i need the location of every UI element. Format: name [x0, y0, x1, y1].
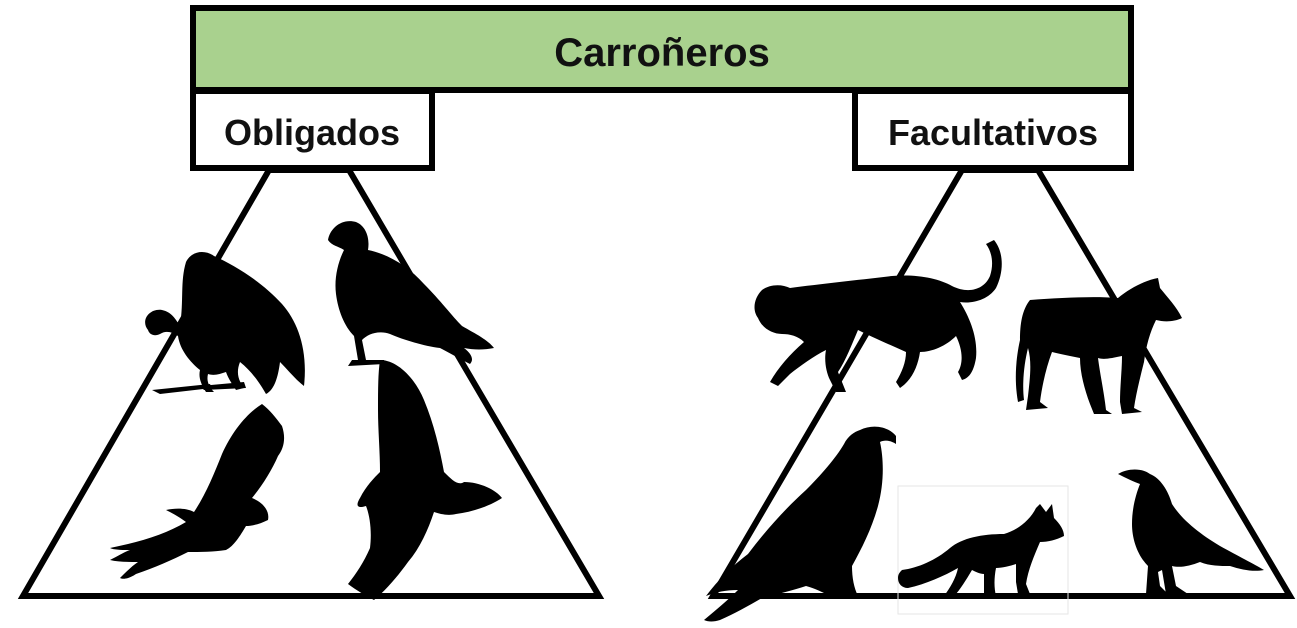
fox-icon [898, 504, 1064, 596]
perched-vulture-icon [145, 252, 305, 394]
flying-vulture-icon [348, 360, 502, 600]
fox-image-frame [897, 485, 1069, 615]
obligate-label: Obligados [224, 112, 400, 153]
soaring-vulture-icon [110, 404, 285, 579]
facultative-label: Facultativos [888, 112, 1098, 153]
wolf-icon [1015, 278, 1182, 414]
perched-condor-icon [328, 221, 494, 366]
facultative-label-box [852, 88, 1134, 171]
crow-icon [1118, 469, 1264, 594]
obligate-label-box [190, 88, 435, 171]
puma-icon [754, 240, 1002, 392]
title-label: Carroñeros [554, 31, 770, 75]
eagle-icon [704, 426, 896, 622]
obligate-triangle [17, 167, 605, 599]
title-bar [190, 5, 1134, 93]
